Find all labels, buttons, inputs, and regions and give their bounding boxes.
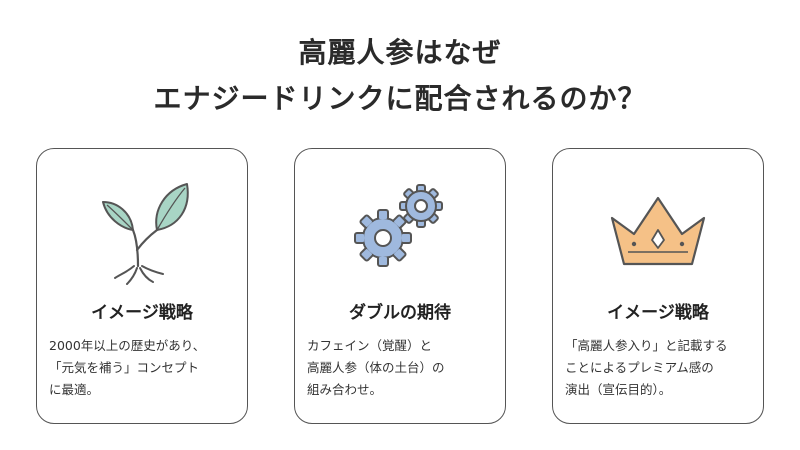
card-body-line: 2000年以上の歴史があり、 xyxy=(49,338,206,353)
card-heading: イメージ戦略 xyxy=(91,303,193,323)
card-body-line: 「高麗人参入り」と記載する xyxy=(565,338,728,353)
crown-icon xyxy=(553,171,763,291)
page-title: 高麗人参はなぜ エナジードリンクに配合されるのか？ xyxy=(0,30,800,122)
card-body-line: 組み合わせ。 xyxy=(307,382,383,397)
card-body-line: に最適。 xyxy=(49,382,100,397)
title-line-2: エナジードリンクに配合されるのか？ xyxy=(153,82,647,115)
card-premium-image: イメージ戦略 「高麗人参入り」と記載する ことによるプレミアム感の 演出（宣伝目… xyxy=(552,148,764,424)
card-heading: ダブルの期待 xyxy=(349,303,451,323)
card-body-line: カフェイン（覚醒）と xyxy=(307,338,433,353)
card-heading: イメージ戦略 xyxy=(607,303,709,323)
card-body: 「高麗人参入り」と記載する ことによるプレミアム感の 演出（宣伝目的）。 xyxy=(565,335,755,401)
gears-icon xyxy=(295,171,505,291)
card-body-line: ことによるプレミアム感の xyxy=(565,360,714,375)
card-body-line: 演出（宣伝目的）。 xyxy=(565,382,672,397)
card-double-expectation: ダブルの期待 カフェイン（覚醒）と 高麗人参（体の土台）の 組み合わせ。 xyxy=(294,148,506,424)
sprout-icon xyxy=(37,171,247,291)
card-body: 2000年以上の歴史があり、 「元気を補う」コンセプト に最適。 xyxy=(49,335,239,401)
card-body-line: 「元気を補う」コンセプト xyxy=(49,360,200,375)
card-body: カフェイン（覚醒）と 高麗人参（体の土台）の 組み合わせ。 xyxy=(307,335,497,401)
title-line-1: 高麗人参はなぜ xyxy=(298,36,502,69)
card-image-strategy: イメージ戦略 2000年以上の歴史があり、 「元気を補う」コンセプト に最適。 xyxy=(36,148,248,424)
card-body-line: 高麗人参（体の土台）の xyxy=(307,360,445,375)
